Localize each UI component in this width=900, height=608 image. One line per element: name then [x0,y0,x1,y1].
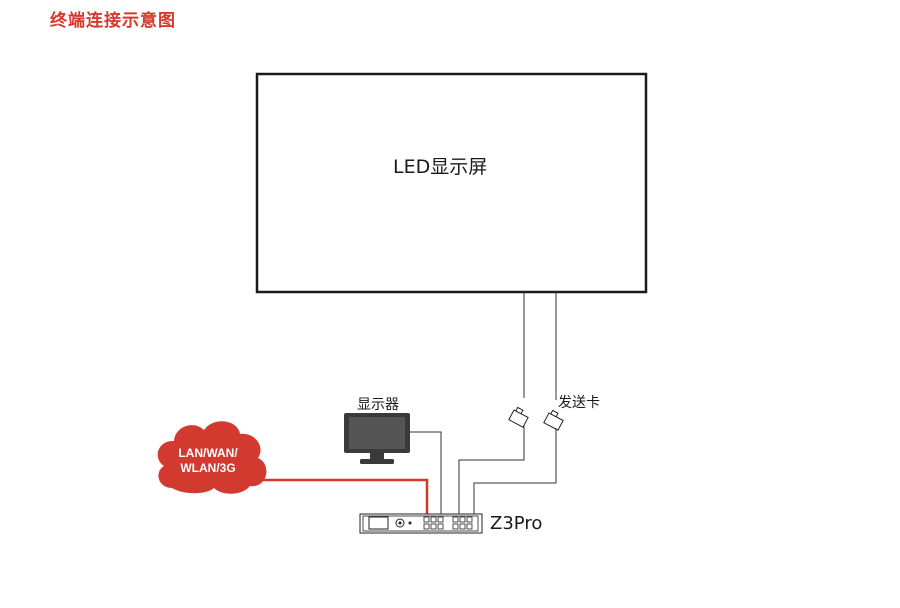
device-label: Z3Pro [490,513,543,534]
monitor-label: 显示器 [357,397,399,413]
led-cables [523,292,557,400]
device-ports-2 [452,516,473,530]
device-display [368,516,389,530]
network-cloud-label: LAN/WAN/ WLAN/3G [168,446,248,476]
monitor-cable [410,431,442,514]
network-cable [258,478,429,514]
cloud-label-line-1: LAN/WAN/ [178,446,238,460]
sending-card-label: 发送卡 [558,395,600,411]
network-cloud [157,421,267,494]
z3pro-device [359,513,483,534]
card-cables [458,426,557,514]
device-ports-1 [423,516,444,530]
sending-card-1 [508,406,529,428]
led-screen [255,72,648,294]
page-title: 终端连接示意图 [50,11,176,31]
cloud-label-line-2: WLAN/3G [180,461,236,475]
sending-card-2 [543,409,564,431]
monitor-icon [344,413,410,464]
led-screen-label: LED显示屏 [393,156,488,178]
